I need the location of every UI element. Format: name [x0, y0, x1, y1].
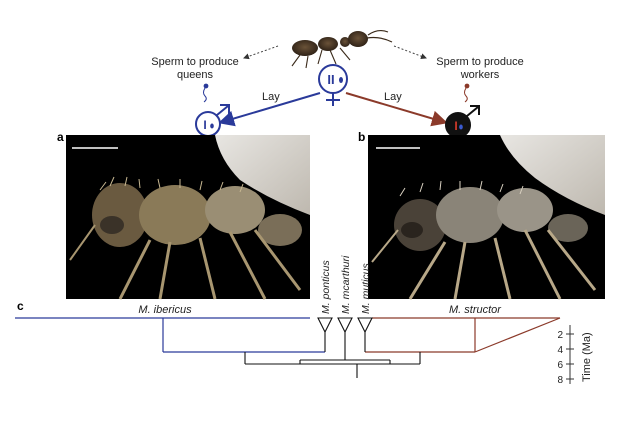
time-tick-2: 2 [557, 330, 563, 341]
time-tick-6: 6 [557, 360, 563, 371]
panel-a-letter: a [57, 130, 64, 144]
male-symbol-blue: I [195, 104, 230, 137]
dotted-arrow-queens [243, 45, 279, 60]
sperm-workers-label-line1: Sperm to produce [436, 56, 523, 68]
time-axis: 2 4 6 8 Time (Ma) [557, 325, 593, 386]
time-tick-4: 4 [557, 345, 563, 356]
clade-triangle-mcarthuri [337, 317, 353, 334]
queen-female-symbol: II [318, 64, 348, 106]
male-blue-genotype: I [203, 118, 206, 132]
species-muticus: M. muticus [360, 262, 372, 314]
sperm-icon-workers [464, 83, 470, 103]
queen-ant-illustration [291, 29, 393, 69]
time-tick-8: 8 [557, 375, 563, 386]
clade-triangle-ponticus [317, 317, 333, 334]
lay-arrow-right [345, 92, 448, 127]
phylogeny-tree [15, 317, 561, 378]
panel-c-letter: c [17, 299, 24, 313]
sperm-workers-label-line2: workers [460, 69, 500, 81]
sperm-queens-label-line1: Sperm to produce [151, 56, 238, 68]
sperm-queens-label-line2: queens [177, 69, 214, 81]
lay-label-left: Lay [262, 91, 280, 103]
clade-triangle-muticus [357, 317, 373, 334]
photo-panel-b [368, 135, 605, 300]
species-mcarthuri: M. mcarthuri [340, 255, 352, 314]
time-axis-label: Time (Ma) [581, 332, 593, 382]
lay-label-right: Lay [384, 91, 402, 103]
species-structor: M. structor [449, 304, 502, 316]
panel-b-letter: b [358, 130, 365, 144]
species-ibericus: M. ibericus [138, 304, 192, 316]
species-ponticus: M. ponticus [320, 260, 332, 314]
lay-arrow-left [218, 92, 321, 127]
male-red-genotype: I [454, 119, 457, 133]
queen-genotype-label: II [327, 72, 334, 87]
dotted-arrow-workers [393, 45, 427, 60]
male-symbol-red: I [445, 105, 480, 138]
photo-panel-a [66, 135, 310, 300]
branch-structor-diag [474, 317, 561, 353]
sperm-icon-queens [203, 83, 209, 103]
